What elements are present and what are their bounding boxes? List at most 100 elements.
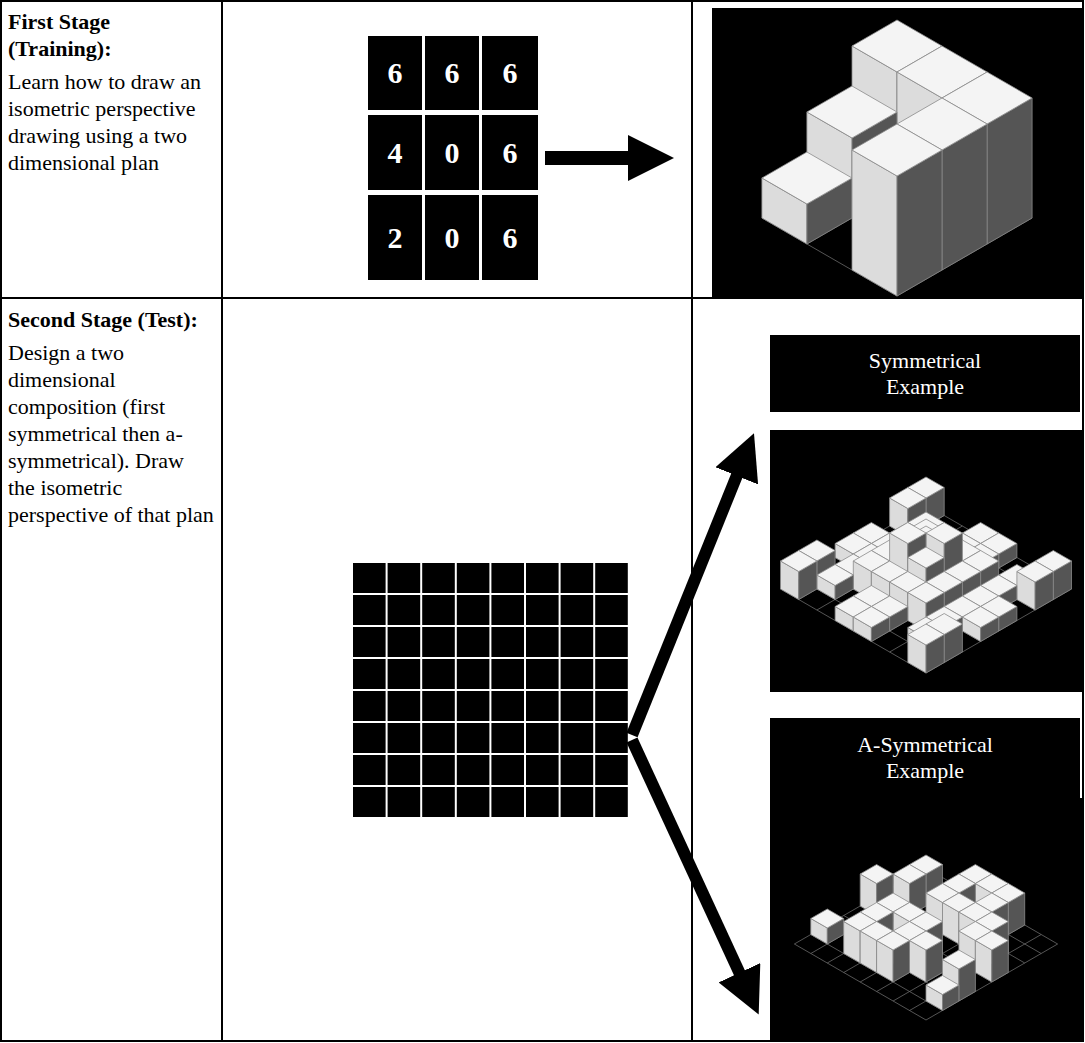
height-number: 6 xyxy=(445,56,460,90)
plan-square xyxy=(561,723,594,753)
plan-cell: 6 xyxy=(368,36,422,110)
stage-description: Design a two dimensional composition (fi… xyxy=(8,339,216,528)
plan-square xyxy=(526,787,559,817)
plan-square xyxy=(388,595,421,625)
plan-square xyxy=(457,627,490,657)
arrow xyxy=(632,740,752,1000)
plan-square xyxy=(457,659,490,689)
plan-square xyxy=(353,723,386,753)
table-column-line xyxy=(221,1,223,1041)
plan-square xyxy=(422,755,455,785)
plan-square xyxy=(595,723,628,753)
plan-cell: 6 xyxy=(482,36,538,110)
plan-square xyxy=(388,755,421,785)
plan-square xyxy=(388,659,421,689)
plan-square xyxy=(595,755,628,785)
plan-square xyxy=(457,755,490,785)
stage-cell: First Stage (Training):Learn how to draw… xyxy=(8,8,216,182)
plan-square xyxy=(353,627,386,657)
height-number: 2 xyxy=(388,221,403,255)
illustration-ground xyxy=(770,430,1082,692)
plan-square xyxy=(422,563,455,593)
cube-top-face xyxy=(817,565,853,586)
ground-grid-line xyxy=(871,558,1016,642)
plan-square xyxy=(457,691,490,721)
isometric-drawing xyxy=(762,20,1032,296)
plan-cell: 6 xyxy=(425,36,479,110)
cube-top-face xyxy=(781,551,817,572)
plan-square xyxy=(491,659,524,689)
height-number: 0 xyxy=(445,221,460,255)
plan-square xyxy=(491,755,524,785)
stage-heading: Second Stage (Test): xyxy=(8,306,216,333)
stage-description: Learn how to draw an isometric perspecti… xyxy=(8,68,216,176)
plan-square xyxy=(561,659,594,689)
plan-square xyxy=(526,691,559,721)
plan-square xyxy=(595,787,628,817)
plan-square xyxy=(491,595,524,625)
plan-square xyxy=(561,691,594,721)
stage-cell: Second Stage (Test): Design a two dimensi… xyxy=(8,306,216,534)
plan-square xyxy=(353,755,386,785)
height-number: 4 xyxy=(388,136,403,170)
cube-top-face xyxy=(853,607,889,628)
cube-top-face xyxy=(1017,561,1053,582)
plan-square xyxy=(353,691,386,721)
height-number: 6 xyxy=(388,56,403,90)
plan-square xyxy=(595,563,628,593)
plan-square xyxy=(422,723,455,753)
plan-square xyxy=(388,627,421,657)
cube-top-face xyxy=(877,931,910,950)
height-number: 6 xyxy=(503,221,518,255)
cube-top-face xyxy=(852,124,942,176)
example-caption: A-Symmetrical Example xyxy=(840,732,1010,784)
plan-square xyxy=(388,691,421,721)
plan-square xyxy=(388,787,421,817)
plan-square xyxy=(353,595,386,625)
cube-top-face xyxy=(962,607,998,628)
plan-square xyxy=(422,787,455,817)
cube-top-face xyxy=(908,547,944,568)
plan-square xyxy=(491,627,524,657)
arrow xyxy=(545,151,658,165)
table-row-line xyxy=(1,297,1083,299)
illustration-ground xyxy=(712,8,1082,297)
cube-top-face xyxy=(890,523,926,544)
plan-square xyxy=(457,787,490,817)
isometric-drawing xyxy=(794,855,1057,1020)
cube-top-face xyxy=(893,865,926,884)
plan-square xyxy=(457,595,490,625)
plan-square xyxy=(422,691,455,721)
plan-square xyxy=(561,755,594,785)
plan-square xyxy=(422,659,455,689)
cube-top-face xyxy=(807,86,897,138)
plan-square xyxy=(491,563,524,593)
plan-square xyxy=(595,627,628,657)
plan-cell: 6 xyxy=(482,115,538,190)
plan-square xyxy=(561,787,594,817)
plan-cell: 2 xyxy=(368,195,422,280)
plan-square xyxy=(422,595,455,625)
cube-top-face xyxy=(762,152,852,204)
cube-top-face xyxy=(811,909,844,928)
plan-cell: 6 xyxy=(482,195,538,280)
plan-square xyxy=(595,595,628,625)
illustration-ground xyxy=(770,798,1082,1041)
plan-square xyxy=(388,563,421,593)
height-number: 6 xyxy=(503,56,518,90)
plan-cell: 0 xyxy=(425,115,479,190)
plan-square xyxy=(422,627,455,657)
plan-square xyxy=(526,563,559,593)
example-label: A-Symmetrical Example xyxy=(770,718,1080,798)
plan-square xyxy=(561,595,594,625)
cube-top-face xyxy=(860,865,893,884)
cube-top-face xyxy=(926,976,959,995)
plan-square xyxy=(491,787,524,817)
plan-square xyxy=(526,755,559,785)
cube-top-face xyxy=(908,582,944,603)
plan-square xyxy=(353,563,386,593)
example-label: Symmetrical Example xyxy=(770,335,1080,412)
plan-square xyxy=(526,659,559,689)
isometric-drawing xyxy=(781,477,1072,673)
